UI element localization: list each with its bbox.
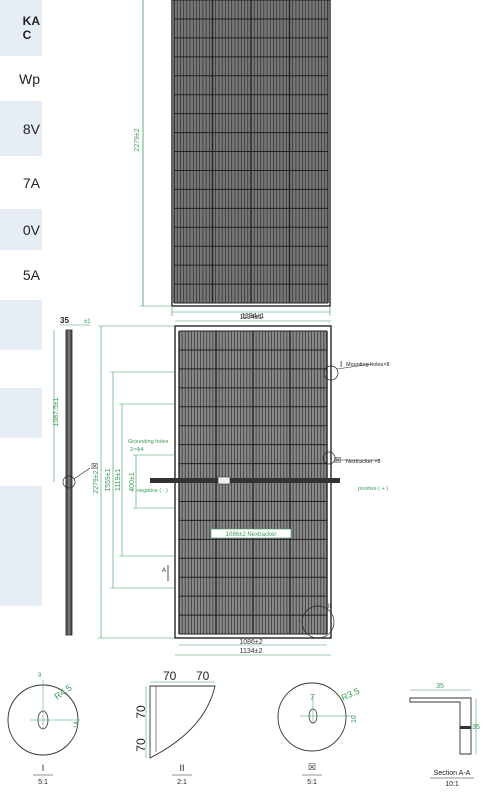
detail-i-top-dim: 9 [38,673,42,679]
corner-marker: II [328,604,332,610]
top-height-dim: 2279±2 [134,128,141,151]
spec-row-text: 0V [22,221,40,238]
section-marker: A [162,568,166,574]
section-title: Section A-A [434,770,471,777]
spec-row: KA C [0,0,42,56]
detail-ii-dim-a: 70 [163,669,177,683]
inner-nextracker-dim: 1086±2 Nextracker [226,532,277,538]
spec-row-text: 7A [22,174,40,191]
spec-row-text: 5A [22,267,40,283]
spec-row-text: Wp [19,70,40,87]
torque-tube [150,478,340,483]
side-detail-marker: ☒ [91,462,98,471]
side-detail-circle [62,475,76,489]
detail-ii-title: II [179,763,184,773]
spec-row [0,486,42,538]
positive-label: positive ( + ) [358,486,388,492]
top-panel-view: 2279±2 1134±1 [134,0,331,321]
detail-iii-top-dim: 7 [310,693,315,702]
detail-i-scale: 5:1 [38,779,48,786]
spec-row-text: KA C [22,14,40,42]
dim-400: 400±1 [129,472,136,492]
bottom-outer-dim: 1134±2 [240,648,263,655]
detail-iii-scale: 5:1 [307,779,317,786]
detail-i: 9 R4.5 14 I 5:1 [7,673,80,786]
detail-i-title: I [42,763,45,773]
spec-row-text: 8V [22,120,40,137]
detail-ii-dim-d: 70 [134,738,148,752]
section-scale: 10:1 [445,781,459,788]
detail-ii-scale: 2:1 [177,779,187,786]
detail-ii: 70 70 70 70 II 2:1 [134,669,216,786]
grounding-holes-label: Grounding holes [128,439,169,445]
detail-iii-side-dim: 10 [351,715,358,723]
mounting-marker: I [340,360,342,369]
top-width-dim: 1134±1 [240,314,263,321]
grounding-holes-spec: 2×Φ4 [130,447,144,453]
mounting-holes-label: Mounting holes×8 [346,362,390,368]
detail-ii-dim-b: 70 [196,669,210,683]
detail-i-side-dim: 14 [74,721,80,728]
rear-top-width: 1134±1 [242,313,265,320]
bottom-inner-dim: 1086±2 [239,639,262,646]
nextracker-label: Nextracker ×8 [346,459,380,465]
side-mid-dim: 1087.5±1 [53,397,60,426]
dim-1559: 1559±1 [105,468,112,491]
detail-iii: 7 R3.5 10 ☒ 5:1 [277,682,361,786]
dim-1119: 1119±1 [115,469,122,491]
mounting-hole-circle [323,365,339,381]
spec-row: 0V [0,209,42,250]
nextracker-circle [322,451,336,465]
rear-view: 1134±1 2279±2 1559±1 1119±1 400±1 Ground… [93,313,390,656]
section-a-a: 35 35 Section A-A 10:1 [409,683,480,788]
thickness-dim: 35 [60,316,69,325]
side-view: 35 ±1 1087.5±1 ☒ [53,316,98,636]
corner-detail-circle [301,605,335,639]
negative-label: negative ( - ) [137,488,168,494]
section-top-dim: 35 [436,683,444,690]
detail-iii-radius: R3.5 [340,686,361,703]
spec-row [0,538,42,606]
spec-row: 8V [0,101,42,156]
spec-row [0,388,42,438]
section-side-dim: 35 [472,724,480,731]
top-panel-frame [171,0,331,307]
thickness-tolerance: ±1 [84,319,91,325]
detail-ii-dim-c: 70 [134,705,148,719]
spec-row: 7A [0,156,42,209]
spec-row: Wp [0,56,42,101]
spec-table: KA C Wp 8V 7A 0V 5A [0,0,42,606]
detail-iii-title: ☒ [308,762,316,772]
rear-height-dim: 2279±2 [93,470,100,493]
nextracker-marker: ☒ [334,456,341,465]
spec-row [0,300,42,350]
spec-row: 5A [0,250,42,300]
